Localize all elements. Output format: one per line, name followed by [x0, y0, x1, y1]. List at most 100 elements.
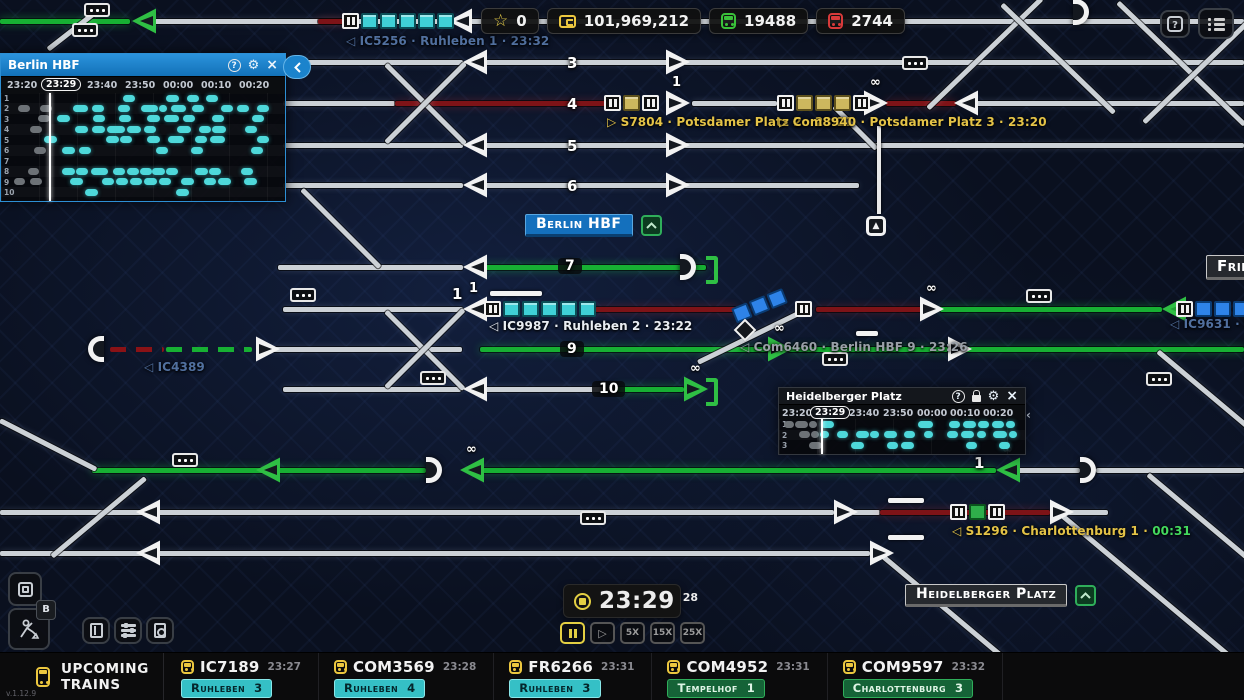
timetable-block[interactable] — [156, 146, 168, 154]
timetable-block[interactable] — [75, 125, 88, 133]
timetable-block[interactable] — [884, 431, 897, 439]
timetable-block[interactable] — [30, 178, 42, 186]
signal-right[interactable] — [1073, 0, 1089, 25]
panel-header[interactable]: Heidelberger Platz ? ⚙ × — [779, 388, 1025, 404]
waypoint-marker[interactable] — [902, 56, 928, 70]
timetable-block[interactable] — [887, 441, 898, 449]
timetable-block[interactable] — [992, 420, 1004, 428]
timetable-block[interactable] — [177, 125, 191, 133]
timetable-block[interactable] — [206, 94, 218, 102]
timetable-block[interactable] — [961, 431, 974, 439]
train[interactable] — [342, 13, 454, 29]
timetable-block[interactable] — [809, 441, 822, 449]
contracts-button[interactable] — [146, 617, 174, 644]
timetable-block[interactable] — [70, 178, 83, 186]
signal-left[interactable] — [88, 336, 104, 362]
timetable-block[interactable] — [164, 115, 179, 123]
waypoint-marker[interactable] — [84, 3, 110, 17]
speed-5x-button[interactable]: 5X — [620, 622, 645, 644]
timetable-block[interactable] — [57, 115, 70, 123]
timetable-block[interactable] — [949, 420, 960, 428]
timetable-block[interactable] — [18, 104, 30, 112]
timetable-block[interactable] — [241, 167, 253, 175]
timetable-block[interactable] — [119, 115, 131, 123]
waypoint-marker[interactable] — [290, 288, 316, 302]
timetable-block[interactable] — [106, 136, 119, 144]
signal-left[interactable] — [136, 540, 160, 566]
timetable-block[interactable] — [123, 94, 135, 102]
panel-edge-chevron[interactable]: ‹ — [1026, 408, 1031, 422]
trains-ontime-stat[interactable]: 19488 — [709, 8, 809, 34]
timetable-block[interactable] — [102, 178, 114, 186]
signal-right[interactable] — [1080, 457, 1096, 483]
signal-left[interactable] — [136, 499, 160, 525]
timetable-block[interactable] — [30, 125, 42, 133]
train[interactable] — [484, 301, 596, 317]
timetable-block[interactable] — [199, 125, 211, 133]
timetable-block[interactable] — [999, 441, 1010, 449]
gear-icon[interactable]: ⚙ — [247, 57, 260, 73]
timetable-block[interactable] — [237, 104, 249, 112]
timetable-block[interactable] — [107, 125, 125, 133]
timetable-block[interactable] — [837, 431, 848, 439]
timetable-block[interactable] — [113, 167, 125, 175]
timetable-block[interactable] — [127, 125, 141, 133]
timetable-block[interactable] — [856, 431, 869, 439]
train[interactable] — [795, 301, 812, 317]
timetable-block[interactable] — [140, 167, 152, 175]
timetable-block[interactable] — [152, 167, 165, 175]
timetable-block[interactable] — [799, 431, 810, 439]
timetable-block[interactable] — [210, 136, 225, 144]
timetable-block[interactable] — [251, 146, 263, 154]
close-icon[interactable]: × — [266, 56, 278, 73]
lock-icon[interactable] — [971, 389, 981, 402]
timetable-block[interactable] — [209, 167, 221, 175]
timetable-block[interactable] — [811, 431, 819, 439]
manual-button[interactable] — [82, 617, 110, 644]
signal-right[interactable] — [834, 499, 858, 525]
timetable-block[interactable] — [918, 420, 933, 428]
timetable-block[interactable] — [924, 431, 933, 439]
train[interactable] — [950, 504, 1005, 520]
timetable-block[interactable] — [1009, 431, 1017, 439]
signal-left[interactable] — [256, 457, 280, 483]
help-button[interactable]: ? — [1160, 10, 1190, 38]
signal-right[interactable] — [684, 376, 708, 402]
train[interactable] — [777, 95, 870, 111]
panel-help-button[interactable]: ? — [227, 58, 241, 72]
timetable-block[interactable] — [252, 115, 264, 123]
timetable-block[interactable] — [92, 125, 105, 133]
timetable-block[interactable] — [34, 146, 46, 154]
signal-left[interactable] — [954, 90, 978, 116]
frie-station-button[interactable]: Frie — [1206, 255, 1244, 280]
timetable-block[interactable] — [181, 178, 194, 186]
timetable-block[interactable] — [204, 178, 216, 186]
timetable-block[interactable] — [159, 104, 167, 112]
clock-stop-icon[interactable] — [574, 592, 591, 610]
train[interactable] — [604, 95, 659, 111]
timetable-block[interactable] — [130, 178, 142, 186]
menu-button[interactable] — [1198, 8, 1234, 39]
pause-button[interactable] — [560, 622, 585, 644]
panel-collapse-button[interactable] — [283, 55, 311, 79]
timetable-block[interactable] — [966, 441, 977, 449]
train[interactable] — [731, 287, 788, 324]
timetable-block[interactable] — [212, 125, 226, 133]
timetable-block[interactable] — [820, 431, 829, 439]
signal-right[interactable] — [666, 172, 690, 198]
timetable-block[interactable] — [38, 115, 50, 123]
timetable-block[interactable] — [85, 188, 98, 196]
timetable-block[interactable] — [245, 125, 257, 133]
timetable-block[interactable] — [183, 115, 195, 123]
waypoint-marker[interactable] — [580, 511, 606, 525]
waypoint-marker[interactable] — [822, 352, 848, 366]
signal-left[interactable] — [996, 457, 1020, 483]
panel-header[interactable]: Berlin HBF ? ⚙ × — [1, 54, 311, 79]
timetable-block[interactable] — [257, 136, 269, 144]
